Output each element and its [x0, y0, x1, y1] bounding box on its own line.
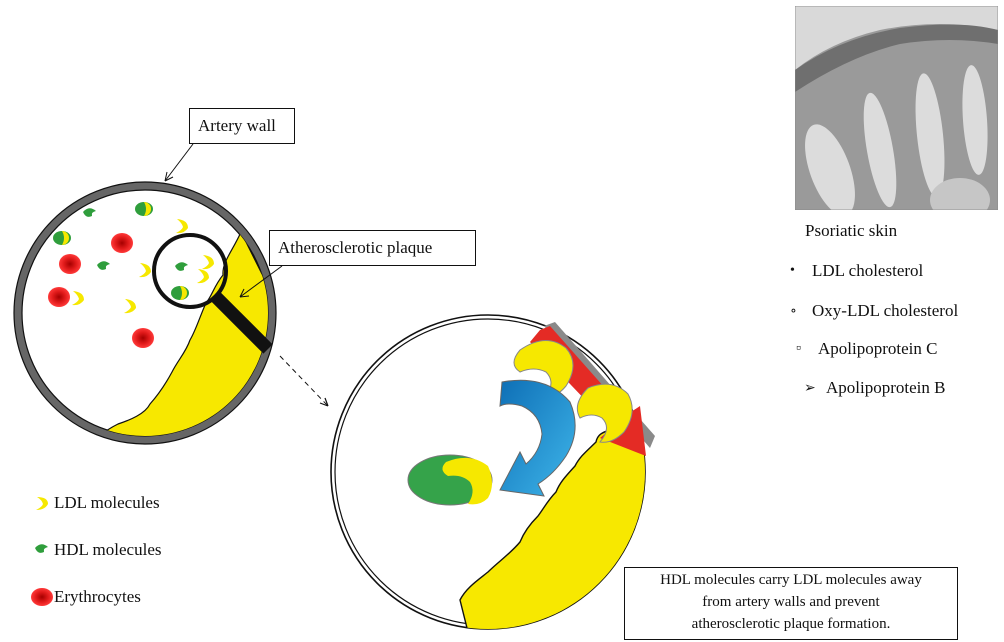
hdl-ldl-complex-large: [408, 455, 492, 505]
caption-line: from artery walls and prevent: [625, 591, 957, 613]
erythrocyte: [111, 233, 133, 253]
bullet-marker: ➢: [804, 380, 826, 397]
skin-list-item: ▫ Apolipoprotein C: [796, 339, 937, 359]
caption-box: HDL molecules carry LDL molecules away f…: [624, 567, 958, 640]
skin-list-item: ➢ Apolipoprotein B: [804, 378, 945, 398]
legend-erythrocytes-label: Erythrocytes: [54, 587, 141, 607]
hdl-ldl-complex: [171, 286, 189, 300]
psoriatic-skin-photo: [795, 6, 998, 222]
magnified-view: [331, 315, 660, 640]
atherosclerotic-plaque-label: Atherosclerotic plaque: [269, 230, 476, 266]
legend-erythrocytes: Erythrocytes: [34, 587, 141, 607]
skin-list-text: LDL cholesterol: [812, 261, 923, 281]
skin-list-text: Apolipoprotein C: [818, 339, 937, 359]
erythrocyte: [59, 254, 81, 274]
legend-ldl: LDL molecules: [34, 493, 160, 513]
psoriatic-skin-caption: Psoriatic skin: [805, 221, 897, 241]
hdl-ldl-complex: [53, 231, 71, 245]
hdl-ldl-complex: [135, 202, 153, 216]
skin-list-item: ∘ Oxy-LDL cholesterol: [790, 301, 958, 321]
legend-hdl-label: HDL molecules: [54, 540, 161, 560]
artery-cross-section: [14, 182, 290, 450]
artery-wall-label: Artery wall: [189, 108, 295, 144]
bullet-marker: •: [790, 263, 812, 279]
legend-hdl: HDL molecules: [34, 540, 161, 560]
bullet-marker: ▫: [796, 341, 818, 357]
skin-list-item: • LDL cholesterol: [790, 261, 923, 281]
bullet-marker: ∘: [790, 303, 812, 320]
legend-ldl-label: LDL molecules: [54, 493, 160, 513]
erythrocyte: [132, 328, 154, 348]
skin-list-text: Oxy-LDL cholesterol: [812, 301, 958, 321]
caption-line: HDL molecules carry LDL molecules away: [625, 569, 957, 591]
skin-list-text: Apolipoprotein B: [826, 378, 945, 398]
caption-line: atherosclerotic plaque formation.: [625, 613, 957, 635]
erythrocyte: [48, 287, 70, 307]
